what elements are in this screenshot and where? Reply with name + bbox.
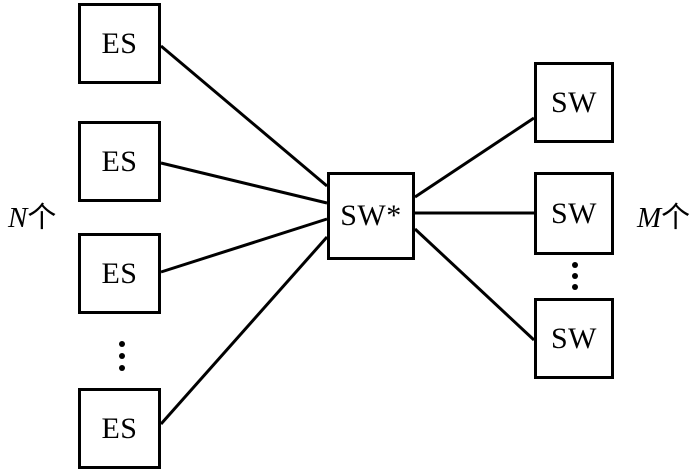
node-es-1[interactable]: ES xyxy=(78,3,161,84)
edge-swstar-to-sw-3 xyxy=(413,227,536,342)
node-sw-1-label: SW xyxy=(551,85,597,119)
node-es-1-label: ES xyxy=(101,26,138,60)
edge-es-2-to-swstar xyxy=(160,161,328,205)
node-es-2-label: ES xyxy=(101,144,138,178)
node-sw-3-label: SW xyxy=(551,321,597,355)
node-es-3-label: ES xyxy=(101,256,138,290)
left-vertical-ellipsis-icon xyxy=(118,341,125,371)
right-count-variable: M xyxy=(637,202,662,234)
node-es-4[interactable]: ES xyxy=(78,388,161,469)
node-es-4-label: ES xyxy=(101,411,138,445)
edge-es-1-to-swstar xyxy=(160,44,328,188)
node-sw-2[interactable]: SW xyxy=(534,172,614,255)
node-es-3[interactable]: ES xyxy=(78,233,161,314)
edge-es-3-to-swstar xyxy=(160,217,328,274)
right-count-unit: 个 xyxy=(661,202,691,234)
right-count-label: M个 xyxy=(637,194,690,236)
node-sw-3[interactable]: SW xyxy=(534,298,614,379)
left-count-unit: 个 xyxy=(27,202,57,234)
node-sw-2-label: SW xyxy=(551,196,597,230)
edge-es-4-to-swstar xyxy=(159,236,329,425)
edge-swstar-to-sw-1 xyxy=(414,116,535,199)
node-es-2[interactable]: ES xyxy=(78,121,161,202)
node-sw-star[interactable]: SW* xyxy=(327,172,415,260)
left-count-label: N个 xyxy=(8,194,56,236)
right-vertical-ellipsis-icon xyxy=(571,262,578,290)
node-sw-1[interactable]: SW xyxy=(534,62,614,143)
left-count-variable: N xyxy=(8,202,28,234)
node-sw-star-label: SW* xyxy=(340,199,402,232)
